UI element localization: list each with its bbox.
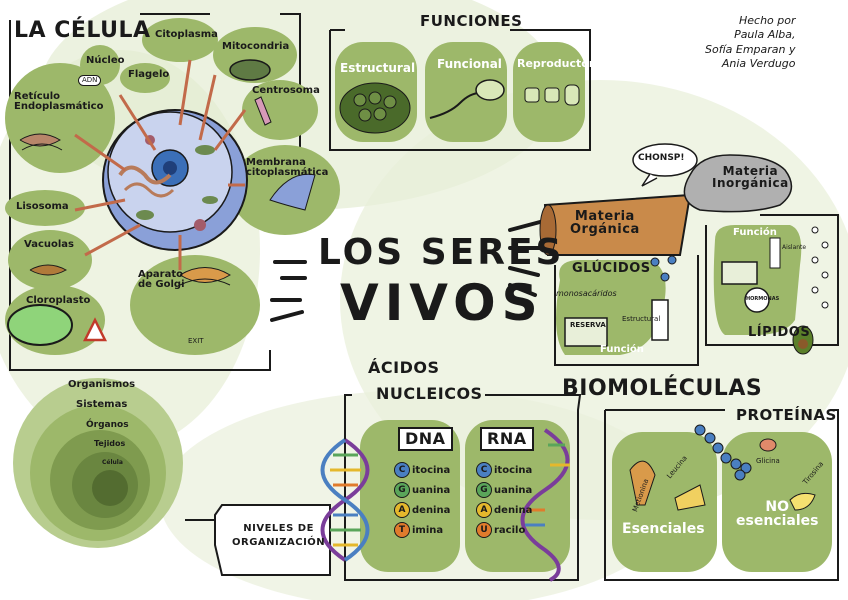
lipidos-aislante: Aislante	[782, 245, 806, 251]
label-membrana: Membrana citoplasmática	[246, 158, 328, 178]
label-cloroplasto: Cloroplasto	[26, 296, 90, 306]
label-centrosoma: Centrosoma	[252, 86, 320, 96]
materia-inorganica: Materia Inorgánica	[712, 165, 789, 189]
level-tejidos: Tejidos	[94, 440, 125, 448]
glucidos-reserva: RESERVA	[570, 322, 606, 329]
level-sistemas: Sistemas	[76, 400, 127, 410]
base-name: imina	[412, 525, 443, 536]
glucidos-sub: monosacáridos	[556, 290, 617, 298]
lipidos-funcion: Función	[733, 228, 777, 238]
base-letter: C	[394, 462, 410, 478]
aa-glicina: Glicina	[756, 458, 780, 465]
glucidos-title: GLÚCIDOS	[572, 262, 651, 275]
base-name: denina	[494, 505, 532, 516]
label-citoplasma: Citoplasma	[155, 30, 218, 40]
function-estructural: Estructural	[340, 62, 415, 74]
base-letter: T	[394, 522, 410, 538]
base-name: uanina	[494, 485, 532, 496]
label-mitocondria: Mitocondria	[222, 42, 289, 52]
base-name: itocina	[494, 465, 532, 476]
base-letter: C	[476, 462, 492, 478]
base-letter: G	[476, 482, 492, 498]
level-celula: Célula	[102, 460, 123, 466]
lipidos-title: LÍPIDOS	[748, 326, 810, 339]
level-organismos: Organismos	[68, 380, 135, 390]
main-title-line1: LOS SERES	[318, 235, 564, 271]
proteinas-esenciales: Esenciales	[622, 522, 705, 536]
label-lisosoma: Lisosoma	[16, 202, 69, 212]
levels-label: NIVELES DE ORGANIZACIÓN	[232, 522, 325, 550]
base-name: racilo	[494, 525, 525, 536]
main-title-line2: VIVOS	[340, 278, 544, 328]
credits: Hecho por Paula Alba, Sofía Emparan y An…	[705, 14, 796, 71]
lipidos-hormonas: HORMONAS	[746, 297, 779, 302]
label-vacuolas: Vacuolas	[24, 240, 74, 250]
glucidos-funcion: Función	[600, 345, 644, 355]
label-flagelo: Flagelo	[128, 70, 169, 80]
base-letter: G	[394, 482, 410, 498]
nucleic-title-2: NUCLEICOS	[376, 386, 483, 402]
materia-organica: Materia Orgánica	[570, 210, 640, 236]
base-name: uanina	[412, 485, 450, 496]
label-exit: EXIT	[188, 338, 204, 345]
base-letter: U	[476, 522, 492, 538]
nucleic-title-1: ÁCIDOS	[368, 360, 439, 376]
label-adn: ADN	[78, 75, 101, 86]
base-letter: A	[476, 502, 492, 518]
function-reproductora: Reproductora	[517, 58, 602, 69]
label-nucleo: Núcleo	[86, 56, 125, 66]
level-organos: Órganos	[86, 421, 129, 430]
base-name: itocina	[412, 465, 450, 476]
chonsp-bubble: CHONSP!	[638, 154, 685, 163]
base-name: denina	[412, 505, 450, 516]
label-reticulo: Retículo Endoplasmático	[14, 92, 103, 112]
cell-title: LA CÉLULA	[14, 20, 151, 42]
glucidos-estructural: Estructural	[622, 316, 660, 323]
dna-title: DNA	[398, 427, 453, 451]
function-funcional: Funcional	[437, 58, 502, 70]
base-letter: A	[394, 502, 410, 518]
rna-title: RNA	[480, 427, 534, 451]
proteinas-no-esenciales: NO esenciales	[736, 500, 818, 528]
biomolecules-title: BIOMOLÉCULAS	[562, 378, 762, 400]
functions-title: FUNCIONES	[420, 14, 522, 29]
label-aparato-golgi: Aparato de Golgi	[138, 270, 185, 290]
proteinas-title: PROTEÍNAS	[736, 408, 837, 423]
